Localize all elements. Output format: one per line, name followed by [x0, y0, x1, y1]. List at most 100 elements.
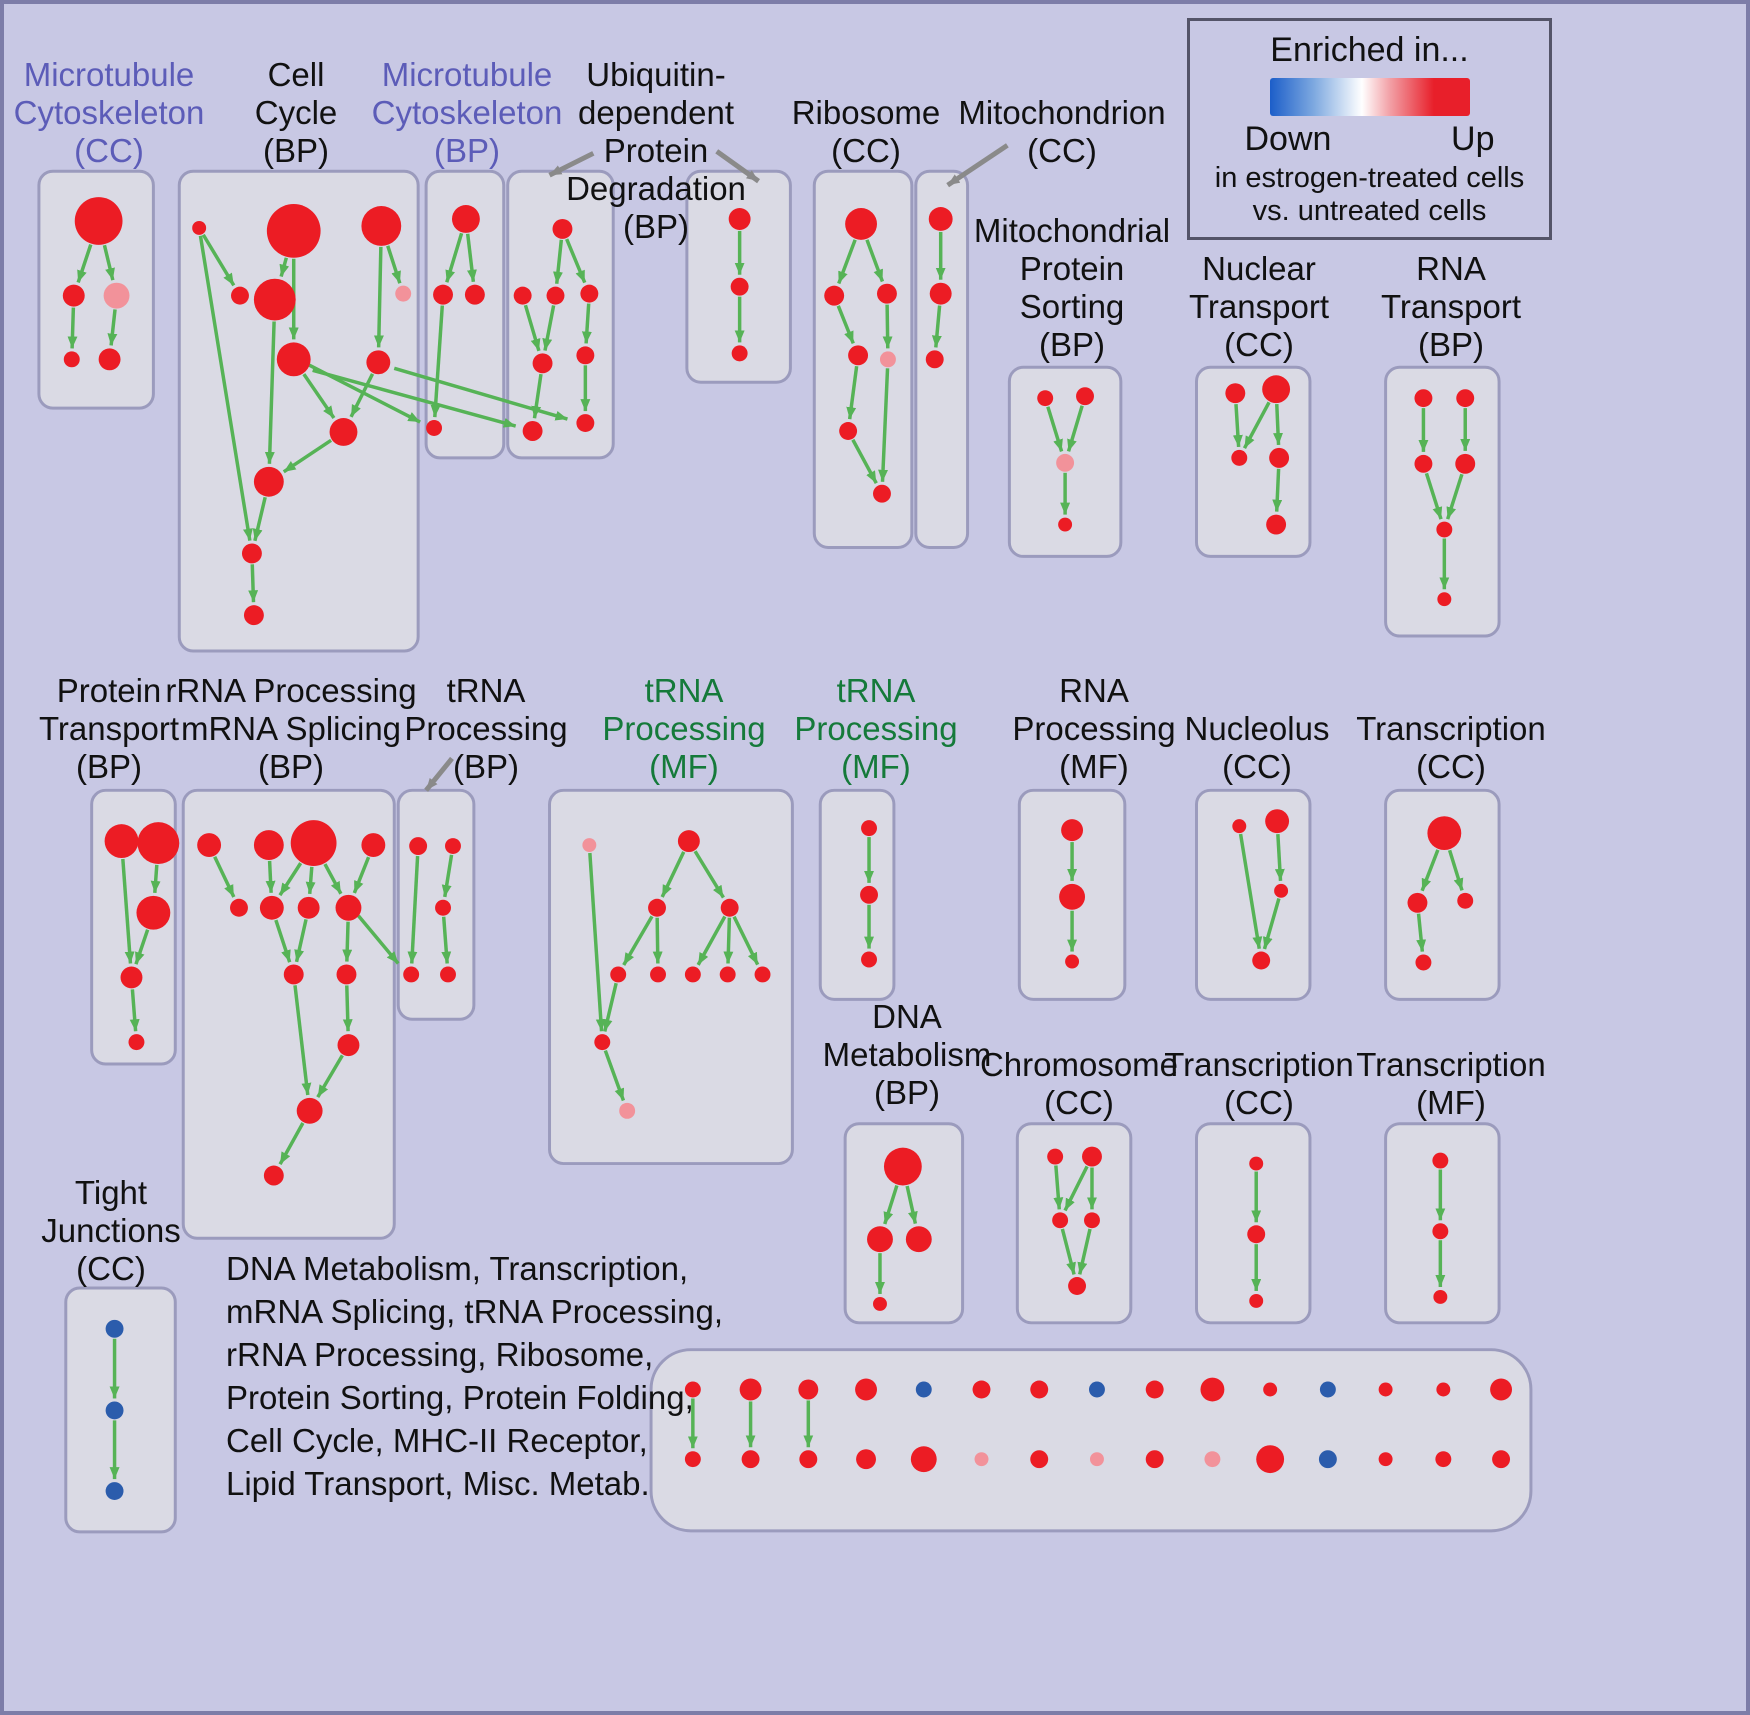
misc-pathways-node-2 [798, 1379, 819, 1400]
nuclear-transport-cc-edge-0 [1242, 401, 1271, 450]
cell-cycle-bp-edge-8 [282, 438, 333, 474]
nuclear-transport-cc-node-2 [1231, 449, 1248, 466]
nucleolus-cc-box [1195, 788, 1312, 1001]
nuclear-transport-cc-node-3 [1269, 447, 1290, 468]
cell-cycle-bp-node-6 [276, 342, 311, 377]
misc-pathways-node-29 [1492, 1450, 1511, 1469]
ubiquitin-degradation-bp-box1-edge-1 [565, 238, 587, 284]
dna-metabolism-bp-edge-1 [905, 1185, 918, 1225]
microtubule-cytoskeleton-cc-node-0 [74, 197, 123, 245]
transcription-cc-1-edge-2 [1416, 913, 1427, 952]
cell-cycle-bp-edge-4 [386, 245, 402, 284]
chromosome-cc-label: Chromosome (CC) [979, 1046, 1179, 1121]
cell-cycle-bp-node-11 [243, 605, 264, 626]
cell-cycle-bp-node-5 [395, 285, 412, 302]
rrna-processing-mrna-splicing-bp-edge-6 [274, 919, 292, 963]
ribosome-cc-node-2 [876, 283, 897, 304]
rrna-processing-mrna-splicing-bp-edge-11 [316, 1054, 344, 1098]
rna-processing-mf-node-0 [1061, 819, 1084, 842]
tight-junctions-cc-node-2 [105, 1482, 124, 1500]
tight-junctions-cc-label: Tight Junctions (CC) [41, 1174, 181, 1287]
nuclear-transport-cc-node-1 [1262, 375, 1291, 404]
trna-processing-mf-1-node-8 [754, 966, 771, 983]
transcription-cc-1-edge-1 [1447, 849, 1464, 891]
misc-pathways-node-7 [1088, 1381, 1105, 1398]
ribosome-cc-node-6 [873, 484, 891, 503]
rrna-processing-mrna-splicing-bp-node-10 [337, 1034, 360, 1057]
misc-pathways-node-21 [1030, 1450, 1049, 1469]
misc-pathways-node-28 [1435, 1451, 1452, 1468]
microtubule-cytoskeleton-bp-node-0 [451, 205, 480, 233]
microtubule-cytoskeleton-cc-node-3 [63, 351, 80, 368]
mitochondrion-cc-edge-1 [931, 305, 942, 348]
cell-cycle-bp-edge-5 [264, 321, 276, 464]
misc-pathways-node-17 [799, 1450, 818, 1469]
misc-pathways-node-14 [1490, 1378, 1513, 1401]
cell-cycle-bp-node-1 [266, 204, 321, 258]
label-pointer-arrow-2 [946, 143, 1009, 188]
ubiquitin-degradation-bp-box1-edge-0 [553, 239, 564, 284]
nuclear-transport-cc-node-0 [1225, 383, 1246, 404]
rna-transport-bp-box [1384, 365, 1501, 638]
ubiquitin-degradation-bp-box1-node-2 [546, 286, 565, 305]
transcription-cc-1-node-3 [1415, 954, 1432, 971]
trna-processing-bp-node-0 [409, 837, 428, 856]
ribosome-cc-edge-1 [865, 239, 885, 283]
legend-up-label: Up [1451, 120, 1495, 158]
ribosome-cc-node-1 [824, 285, 845, 306]
dna-metabolism-bp-edge-0 [883, 1185, 899, 1225]
cell-cycle-bp-edge-11 [198, 235, 253, 541]
trna-processing-mf-1-edge-1 [693, 850, 725, 899]
ubiquitin-degradation-bp-box2-node-2 [731, 345, 748, 362]
misc-pathways-node-16 [741, 1450, 760, 1469]
ubiquitin-degradation-bp-box1-node-6 [522, 421, 543, 441]
mitochondrial-protein-sorting-bp-label: Mitochondrial Protein Sorting (BP) [973, 212, 1171, 363]
rna-transport-bp-node-2 [1414, 454, 1433, 473]
ribosome-cc-node-0 [845, 208, 877, 240]
trna-processing-bp-edge-2 [407, 855, 420, 964]
trna-processing-mf-1-edge-2 [622, 915, 654, 966]
microtubule-cytoskeleton-cc-edge-1 [102, 244, 115, 281]
trna-processing-bp-label: tRNA Processing (BP) [404, 672, 568, 785]
trna-processing-mf-1-edge-6 [732, 915, 760, 966]
chromosome-cc-node-4 [1068, 1277, 1087, 1295]
misc-pathways-node-1 [739, 1378, 762, 1401]
trna-processing-mf-1-node-0 [582, 838, 597, 853]
dna-metabolism-bp-label: DNA Metabolism (BP) [822, 998, 992, 1111]
protein-transport-bp-edge-1 [121, 858, 135, 964]
nucleolus-cc-node-3 [1252, 951, 1271, 970]
ribosome-cc-node-5 [839, 422, 858, 440]
ribosome-cc-edge-6 [878, 368, 890, 482]
rrna-processing-mrna-splicing-bp-node-9 [336, 964, 357, 985]
cell-cycle-bp-node-4 [253, 278, 296, 321]
mitochondrion-cc-node-0 [928, 207, 953, 231]
label-pointer-arrow-3 [424, 756, 454, 792]
legend-title: Enriched in... [1270, 31, 1469, 69]
misc-pathways-node-23 [1145, 1450, 1164, 1469]
chromosome-cc-node-2 [1052, 1212, 1069, 1229]
nucleolus-cc-node-1 [1265, 809, 1290, 834]
nucleolus-cc-node-2 [1274, 883, 1289, 898]
cell-cycle-bp-edge-1 [279, 257, 290, 278]
ubiquitin-degradation-bp-box2-node-0 [728, 208, 751, 230]
misc-pathways-node-8 [1145, 1380, 1164, 1399]
trna-processing-mf-2-node-2 [861, 951, 877, 968]
misc-pathways-node-27 [1378, 1452, 1393, 1467]
rrna-processing-mrna-splicing-bp-node-8 [283, 964, 304, 985]
misc-pathways-box [649, 1348, 1533, 1533]
cross-edge-2 [393, 366, 568, 421]
mitochondrial-protein-sorting-bp-edge-1 [1066, 405, 1084, 452]
microtubule-cytoskeleton-cc-box [37, 169, 155, 410]
misc-pathways-node-5 [972, 1380, 991, 1399]
trna-processing-bp-edge-1 [441, 916, 452, 964]
cell-cycle-bp-node-0 [192, 220, 207, 235]
microtubule-cytoskeleton-cc-edge-2 [67, 307, 78, 349]
rrna-processing-mrna-splicing-bp-edge-12 [278, 1122, 305, 1166]
microtubule-cytoskeleton-cc-edge-0 [76, 244, 93, 283]
dna-metabolism-bp-node-2 [905, 1226, 932, 1253]
rrna-processing-mrna-splicing-bp-node-7 [335, 894, 362, 921]
misc-pathways-node-25 [1256, 1445, 1285, 1474]
dna-metabolism-bp-node-3 [873, 1296, 887, 1311]
transcription-cc-2-node-1 [1247, 1225, 1266, 1244]
